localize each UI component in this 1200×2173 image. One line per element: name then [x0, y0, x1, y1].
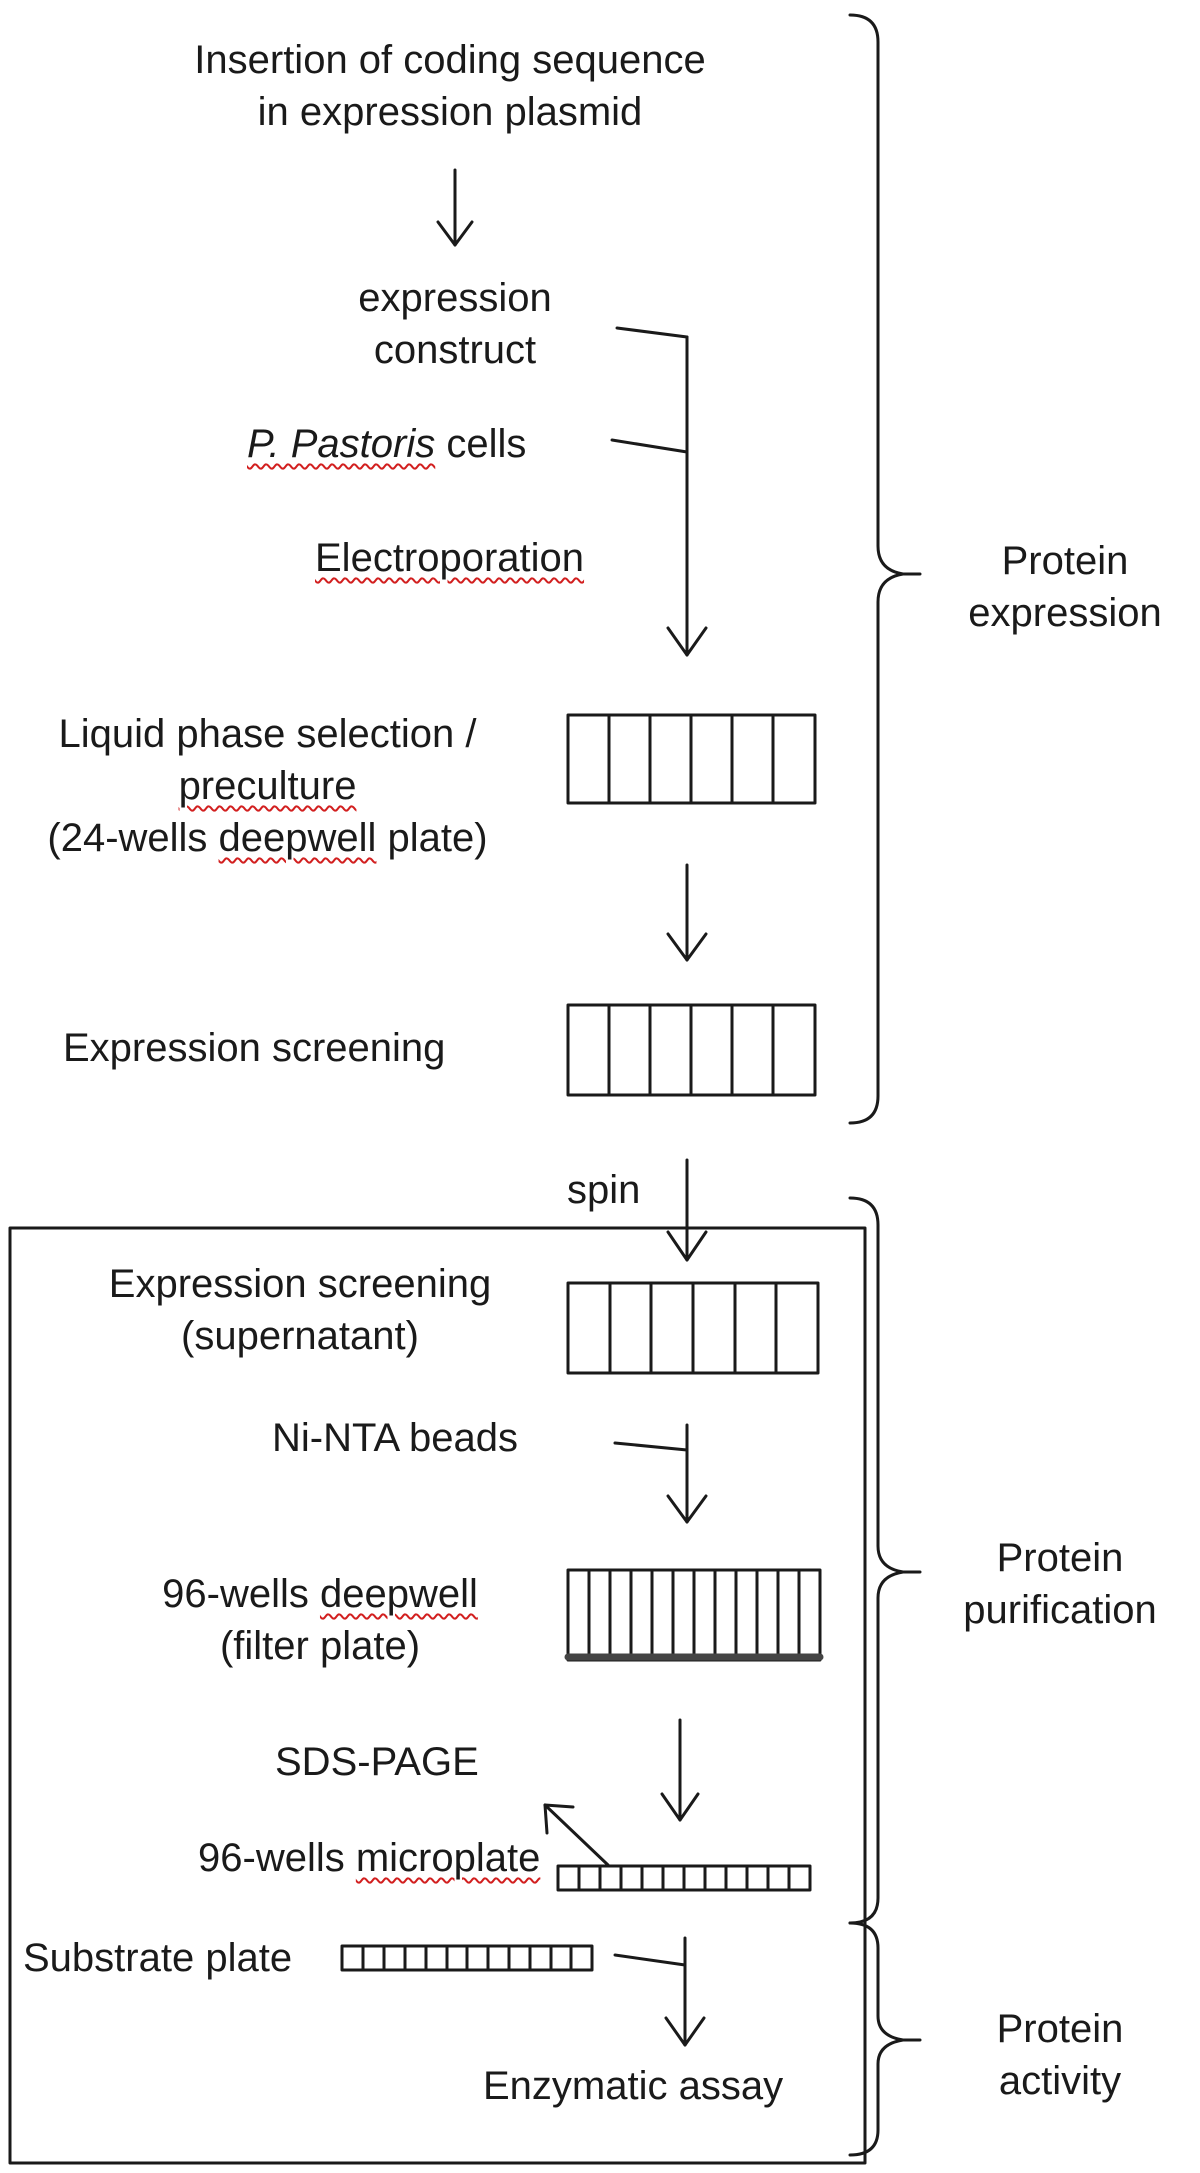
step-electroporation: Electroporation	[315, 532, 584, 584]
plate-supernatant	[566, 1281, 820, 1375]
step-construct: expression construct	[305, 272, 605, 376]
purification-activity-frame	[8, 1226, 867, 2165]
plate-expression-screening	[566, 1003, 817, 1097]
step-liquid-phase: Liquid phase selection / preculture (24-…	[5, 708, 530, 864]
arrow-substrate-to-assay	[613, 1936, 706, 2047]
step-deepwell-line2: (filter plate)	[219, 1624, 421, 1668]
step-microplate-a: 96-wells	[198, 1836, 356, 1880]
stage-protein-activity: Protein activity	[940, 2003, 1180, 2107]
step-expression-screening: Expression screening	[63, 1026, 446, 1070]
brace-protein-activity	[848, 1921, 922, 2157]
step-supernatant-line2: (supernatant)	[181, 1314, 419, 1358]
step-liquid-line3c: plate)	[376, 816, 488, 860]
arrow-spin	[666, 1158, 708, 1262]
brace-protein-expression	[848, 13, 922, 1125]
step-cells-species: P. Pastoris	[247, 422, 436, 466]
step-spin: spin	[567, 1168, 641, 1212]
step-beads: Ni-NTA beads	[272, 1416, 519, 1460]
stage-expression-line1: Protein	[1001, 539, 1129, 583]
plate-24-well-preculture	[566, 713, 817, 805]
step-microplate: 96-wells microplate	[198, 1832, 540, 1884]
arrow-insertion-to-construct	[436, 168, 474, 247]
step-construct-line1: expression	[358, 276, 552, 320]
plate-substrate	[340, 1944, 594, 1972]
step-insertion: Insertion of coding sequence in expressi…	[120, 34, 780, 138]
step-electroporation-label: Electroporation	[315, 536, 585, 580]
step-sds-page: SDS-PAGE	[275, 1740, 479, 1784]
step-cells-suffix: cells	[435, 422, 527, 466]
step-enzymatic-assay: Enzymatic assay	[483, 2064, 784, 2108]
step-insertion-line2: in expression plasmid	[257, 90, 643, 134]
stage-expression-line2: expression	[968, 591, 1162, 635]
step-substrate-plate: Substrate plate	[23, 1936, 293, 1980]
brace-protein-purification	[848, 1196, 922, 1925]
step-liquid-line3a: (24-wells	[47, 816, 219, 860]
step-cells: P. Pastoris cells	[247, 418, 526, 470]
step-liquid-line2: preculture	[178, 764, 357, 808]
stage-purification-line2: purification	[963, 1588, 1157, 1632]
stage-activity-line2: activity	[998, 2059, 1122, 2103]
step-supernatant: Expression screening (supernatant)	[60, 1258, 540, 1362]
plate-96-well-filter	[564, 1568, 824, 1662]
stage-purification-line1: Protein	[996, 1536, 1124, 1580]
step-deepwell-line1a: 96-wells	[162, 1572, 320, 1616]
stage-protein-purification: Protein purification	[925, 1532, 1195, 1636]
arrow-beads	[613, 1423, 708, 1524]
step-insertion-line1: Insertion of coding sequence	[194, 38, 706, 82]
arrow-preculture-to-screening	[666, 863, 708, 962]
step-deepwell-line1b: deepwell	[319, 1572, 478, 1616]
plate-96-well-microplate	[556, 1864, 812, 1892]
step-liquid-line1: Liquid phase selection /	[58, 712, 477, 756]
step-construct-line2: construct	[373, 328, 537, 372]
stage-protein-expression: Protein expression	[940, 535, 1190, 639]
arrow-merge-electroporation	[610, 326, 708, 657]
stage-activity-line1: Protein	[996, 2007, 1124, 2051]
step-liquid-line3b: deepwell	[218, 816, 377, 860]
arrow-to-sds-page	[543, 1803, 610, 1867]
arrow-filter-to-microplate	[660, 1718, 700, 1822]
step-deepwell: 96-wells deepwell (filter plate)	[110, 1568, 530, 1672]
step-supernatant-line1: Expression screening	[108, 1262, 492, 1306]
step-microplate-b: microplate	[355, 1836, 541, 1880]
